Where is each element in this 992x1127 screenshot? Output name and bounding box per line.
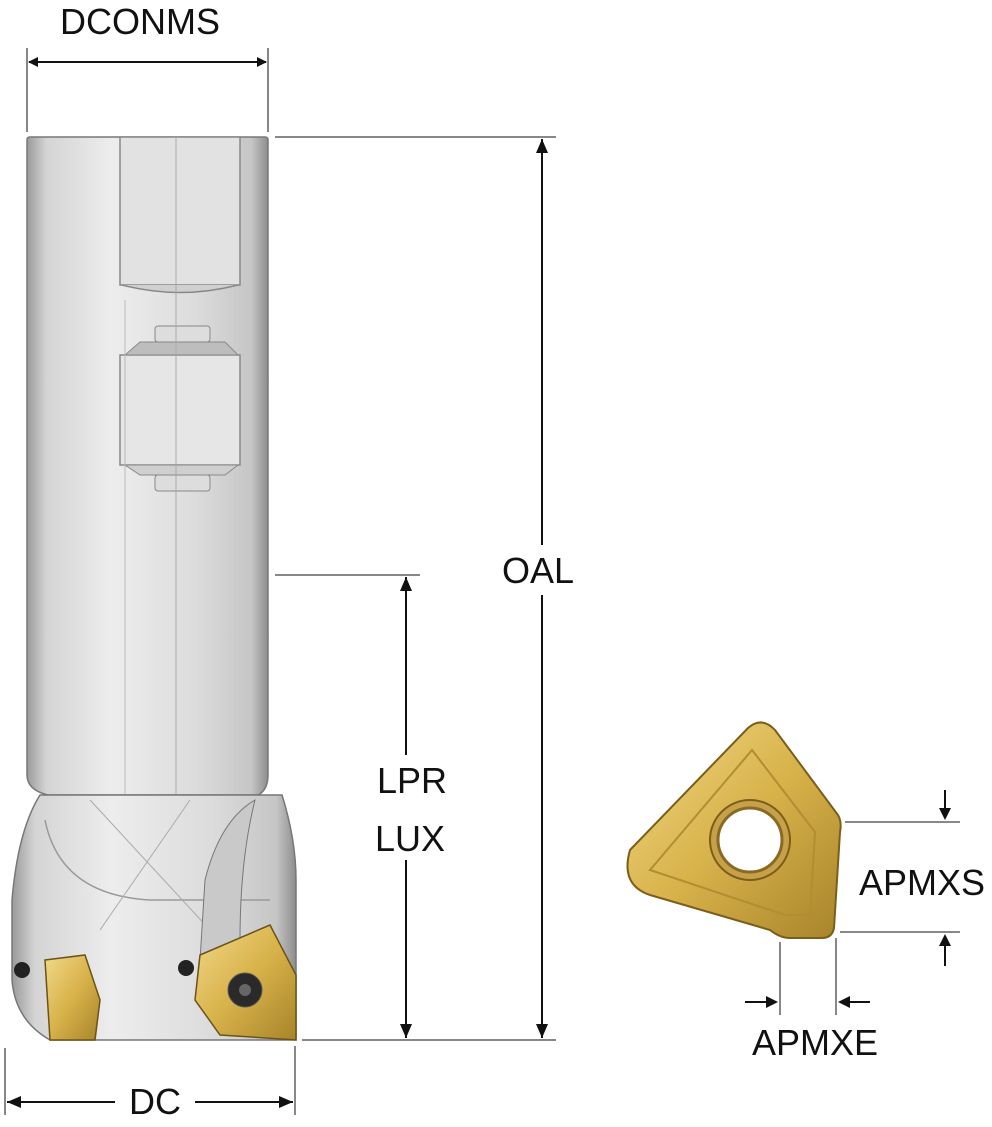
chip-flute: [199, 798, 256, 961]
dimension-lpr-lux: LPR LUX: [275, 574, 447, 1038]
label-oal: OAL: [502, 550, 574, 591]
cutter-body: [11, 136, 297, 1041]
dimension-oal: OAL: [275, 136, 574, 1041]
label-lux: LUX: [375, 818, 445, 859]
dimension-apmxs: APMXS: [840, 790, 985, 966]
insert-detail: [626, 721, 842, 939]
label-dc: DC: [129, 1081, 181, 1122]
dimension-dconms: DCONMS: [26, 1, 269, 132]
label-apmxe: APMXE: [752, 1022, 878, 1063]
dimension-apmxe: APMXE: [745, 938, 878, 1063]
label-dconms: DCONMS: [60, 1, 220, 42]
insert-left: [44, 954, 101, 1041]
flat-lower: [119, 354, 241, 466]
dimension-dc: DC: [4, 1046, 296, 1122]
flat-upper: [119, 136, 241, 286]
label-apmxs: APMXS: [859, 862, 985, 903]
label-lpr: LPR: [377, 760, 447, 801]
screw-hole-left: [14, 962, 30, 978]
